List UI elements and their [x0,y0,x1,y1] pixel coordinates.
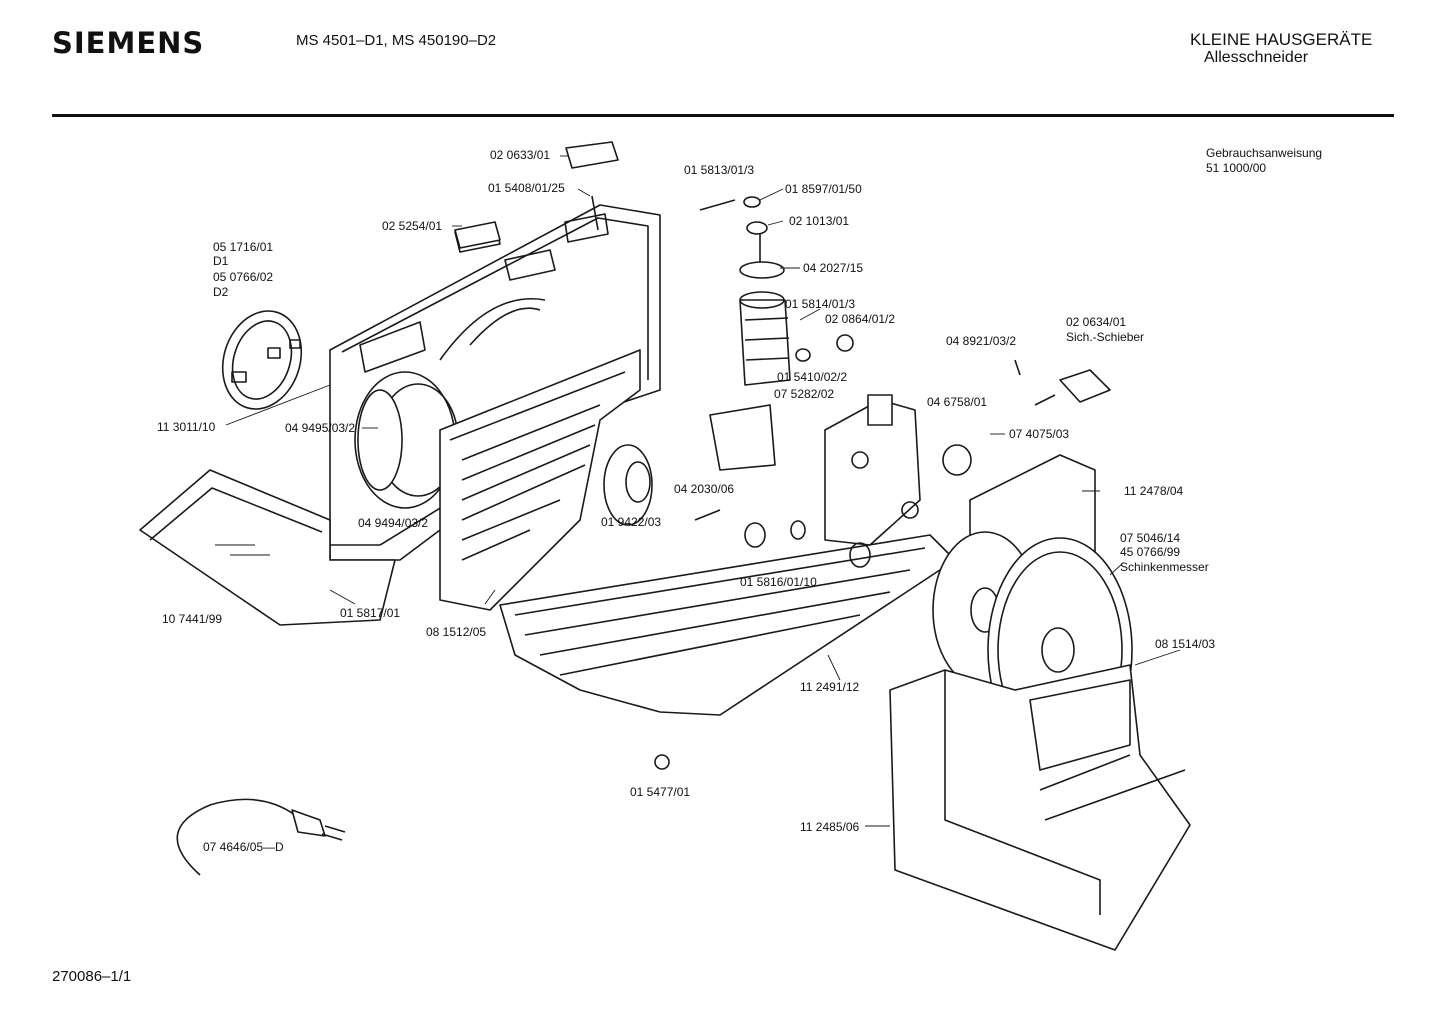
part-label: 05 0766/02 [213,270,273,284]
model-numbers: MS 4501–D1, MS 450190–D2 [296,32,497,49]
part-label: 11 3011/10 [157,420,216,434]
safety-slider-drawing [1014,359,1111,406]
part-label: 11 2478/04 [1124,484,1183,498]
part-label: D2 [213,285,229,299]
part-label: 07 5282/02 [774,387,834,401]
header-divider [52,114,1394,117]
part-label: Sich.-Schieber [1066,330,1144,344]
base-stand-drawing [889,664,1191,951]
part-label: 04 6758/01 [927,395,987,409]
part-label: 01 5477/01 [630,785,690,799]
part-label: 07 4075/03 [1009,427,1069,441]
part-label: 04 9494/03/2 [358,516,428,530]
part-label: 01 5408/01/25 [488,181,565,195]
category-title: KLEINE HAUSGERÄTE [1190,30,1373,49]
part-label: 02 0864/01/2 [825,312,895,326]
feed-wheel-drawing [354,371,653,526]
part-label: 08 1512/05 [426,625,486,639]
part-label: 08 1514/03 [1155,637,1215,651]
subcategory-title: Allesschneider [1204,49,1309,66]
part-label: 01 5816/01/10 [740,575,817,589]
motor-housing-drawing [709,394,921,568]
part-label: 01 5814/01/3 [785,297,855,311]
part-label: 01 5817/01 [340,606,400,620]
part-label: 05 1716/01 [213,240,273,254]
part-label: 02 0634/01 [1066,315,1126,329]
wheel-cover-drawing [221,310,303,410]
siemens-logo: SIEMENS [52,26,205,60]
leader-lines [225,155,1181,827]
manual-number: 51 1000/00 [1206,161,1267,175]
part-label: 04 2027/15 [803,261,863,275]
small-parts-drawing [454,141,972,770]
part-label: 02 1013/01 [789,214,849,228]
part-labels: 02 0633/01 01 5408/01/25 02 5254/01 01 5… [157,148,1215,854]
part-label: 04 9495/03/2 [285,421,355,435]
part-label: 01 9422/03 [601,515,661,529]
part-label: 01 5410/02/2 [777,370,847,384]
part-label: 11 2485/06 [800,820,859,834]
tray-drawing [139,469,396,626]
carriage-drawing [439,349,641,611]
manual-label: Gebrauchsanweisung [1206,146,1323,160]
part-label: 04 2030/06 [674,482,734,496]
part-label: Schinkenmesser [1120,560,1209,574]
part-label: 45 0766/99 [1120,545,1180,559]
part-label: 02 0633/01 [490,148,550,162]
power-cord-drawing [176,798,346,876]
document-number: 270086–1/1 [52,968,132,985]
slide-rail-drawing [499,534,956,716]
part-label: 01 8597/01/50 [785,182,862,196]
part-label: 02 5254/01 [382,219,442,233]
part-label: 04 8921/03/2 [946,334,1016,348]
motor-drawing [739,196,791,386]
part-label: 07 5046/14 [1120,531,1180,545]
part-label: D1 [213,254,229,268]
part-label: 01 5813/01/3 [684,163,754,177]
part-label: 10 7441/99 [162,612,222,626]
part-label: 07 4646/05—D [203,840,284,854]
part-label: 11 2491/12 [800,680,859,694]
